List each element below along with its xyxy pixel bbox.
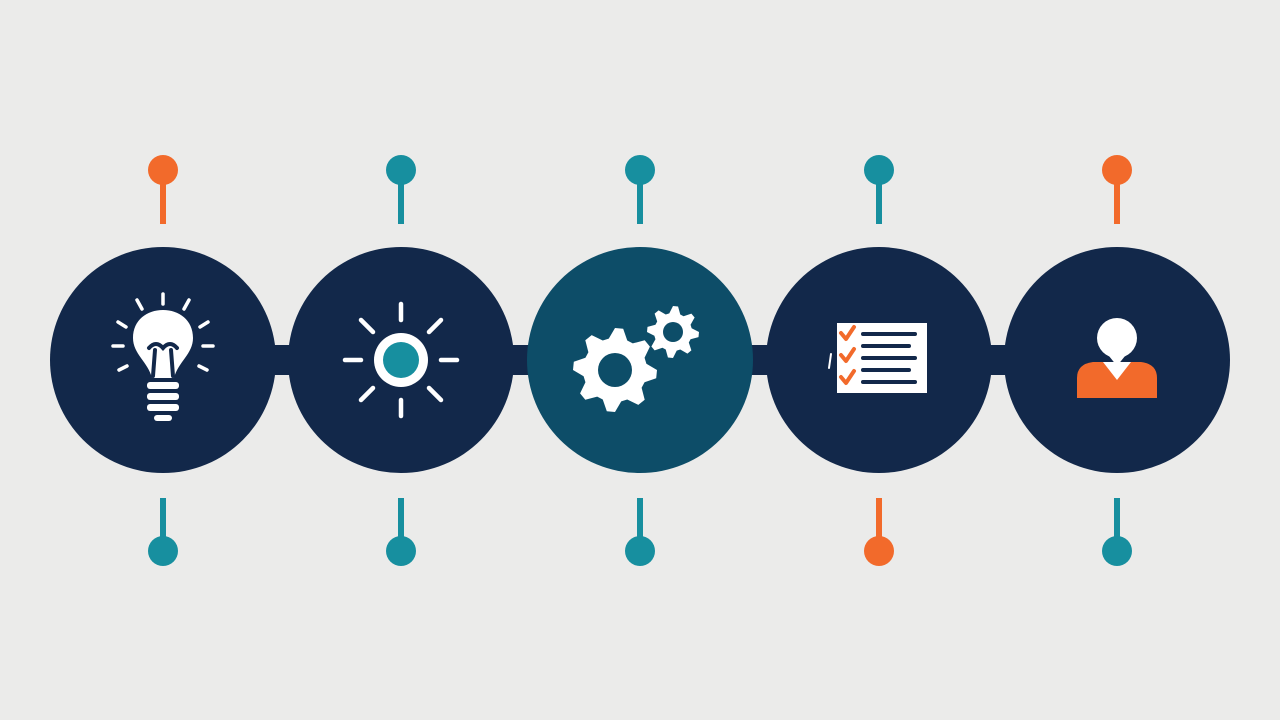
person-icon [1077,318,1157,398]
checklist-icon [828,323,927,393]
bottom-pin-4 [864,498,894,566]
top-pin-2 [386,155,416,224]
top-pin-5 [1102,155,1132,224]
bottom-pin-3 [625,498,655,566]
top-pin-3 [625,155,655,224]
bottom-pin-2 [386,498,416,566]
sun-icon [342,301,460,419]
bottom-pin-1 [148,498,178,566]
gears-icon [573,306,699,412]
top-pin-1 [148,155,178,224]
top-pin-4 [864,155,894,224]
bottom-pin-5 [1102,498,1132,566]
lightbulb-icon [111,292,215,421]
